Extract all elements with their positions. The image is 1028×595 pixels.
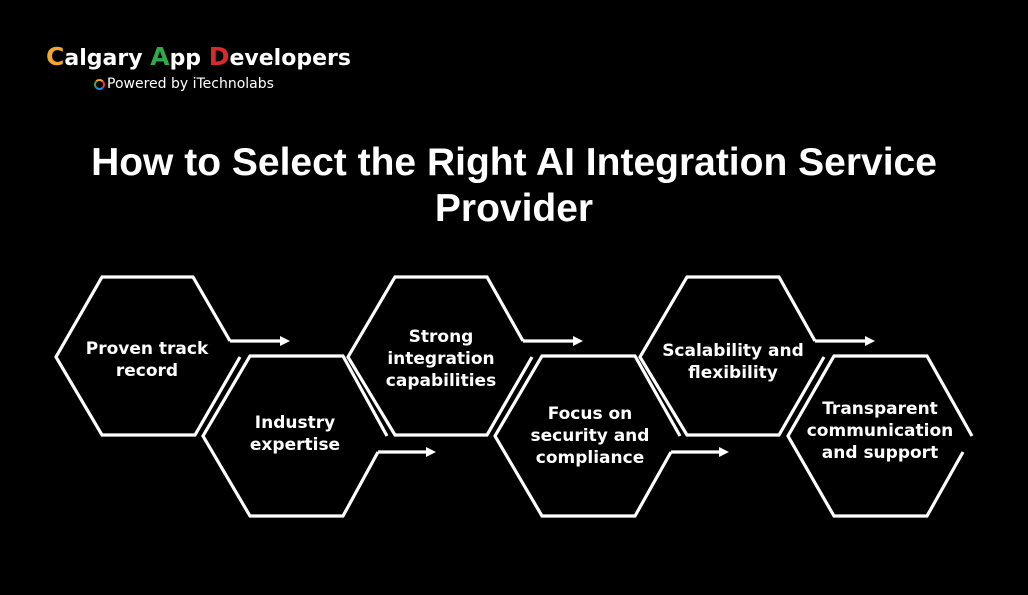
logo-letter-c: C (46, 42, 65, 71)
step-6-line-1: Transparent (822, 399, 938, 419)
step-2-line-1: Industry (254, 413, 336, 433)
page-title: How to Select the Right AI Integration S… (0, 140, 1028, 232)
step-4-line-1: Focus on (547, 404, 633, 424)
step-4-label: Focus on security and compliance (510, 403, 670, 469)
step-3-line-2: integration (387, 349, 495, 369)
step-1-line-2: record (115, 361, 179, 381)
logo-text-app: pp (169, 46, 209, 71)
step-2-label: Industry expertise (215, 412, 375, 456)
step-5-label: Scalability and flexibility (653, 340, 813, 384)
step-3-line-3: capabilities (385, 371, 497, 391)
step-5-line-1: Scalability and (662, 341, 804, 361)
step-3-label: Strong integration capabilities (361, 326, 521, 392)
step-6-label: Transparent communication and support (800, 398, 960, 464)
step-6-line-3: and support (821, 443, 939, 463)
step-3-line-1: Strong (408, 327, 474, 347)
step-1-line-1: Proven track (85, 339, 209, 359)
title-line-2: Provider (434, 187, 594, 230)
itechnolabs-ring-icon (94, 78, 105, 90)
brand-logo: Calgary App Developers Powered by iTechn… (46, 40, 376, 100)
step-1-label: Proven track record (67, 338, 227, 382)
step-5-line-2: flexibility (688, 363, 778, 383)
logo-text-developers: evelopers (229, 46, 351, 71)
hexagon-step-3 (346, 275, 534, 437)
step-2-line-2: expertise (249, 435, 341, 455)
step-6-line-2: communication (806, 421, 954, 441)
logo-subtitle: Powered by iTechnolabs (107, 76, 274, 92)
logo-tagline: Powered by iTechnolabs (94, 76, 274, 92)
logo-letter-a: A (150, 42, 170, 71)
hexagon-step-4 (493, 354, 682, 518)
logo-text-calgary: algary (64, 46, 151, 71)
logo-letter-d: D (208, 42, 230, 71)
hexagon-step-6 (786, 354, 974, 518)
hexagon-step-5 (638, 275, 826, 437)
hexagon-step-2 (201, 354, 389, 518)
title-line-1: How to Select the Right AI Integration S… (91, 141, 937, 184)
step-4-line-2: security and (530, 426, 650, 446)
hexagon-step-1 (54, 275, 242, 437)
step-4-line-3: compliance (535, 448, 645, 468)
logo-wordmark: Calgary App Developers (46, 40, 351, 76)
